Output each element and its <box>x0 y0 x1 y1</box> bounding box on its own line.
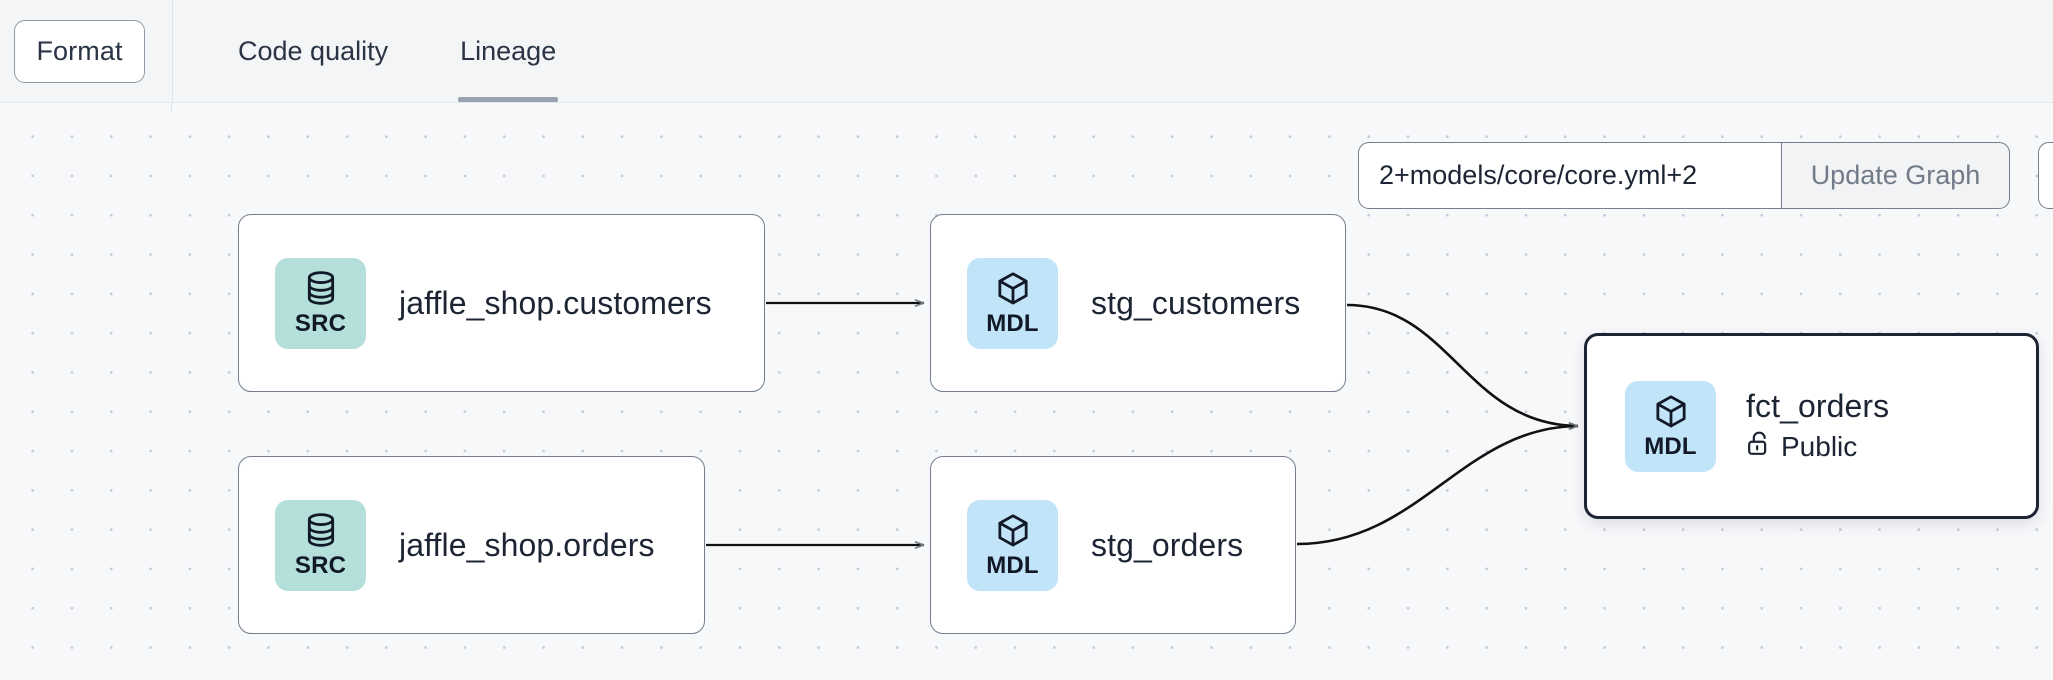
tab-bar: Code quality Lineage <box>173 0 559 102</box>
badge-type-label: SRC <box>294 310 347 337</box>
model-badge: MDL <box>967 499 1058 591</box>
tab-underline-active <box>458 97 559 102</box>
lineage-node-src-customers[interactable]: SRC jaffle_shop.customers <box>238 214 765 392</box>
node-title: jaffle_shop.orders <box>399 526 655 563</box>
database-icon <box>303 512 339 550</box>
node-text: stg_orders <box>1091 527 1243 564</box>
update-graph-button[interactable]: Update Graph <box>1781 142 2010 209</box>
cube-icon <box>995 512 1031 550</box>
cube-icon <box>1653 393 1689 431</box>
unlock-icon <box>1746 430 1771 464</box>
tab-lineage[interactable]: Lineage <box>458 0 559 102</box>
node-text: jaffle_shop.customers <box>399 285 712 322</box>
graph-toolbar: Update Graph <box>1358 142 2010 209</box>
lineage-node-stg-customers[interactable]: MDL stg_customers <box>930 214 1346 392</box>
graph-selector-input[interactable] <box>1358 142 1781 209</box>
tab-code-quality-label: Code quality <box>238 35 389 66</box>
source-badge: SRC <box>275 499 366 591</box>
badge-type-label: MDL <box>986 310 1039 337</box>
node-access-label: Public <box>1781 431 1858 462</box>
format-zone: Format <box>0 0 172 102</box>
node-title: stg_orders <box>1091 526 1244 563</box>
edge-stg-orders-to-fct-orders <box>1296 422 1579 546</box>
node-access-meta: Public <box>1746 430 1889 464</box>
graph-options-button[interactable] <box>2038 142 2053 209</box>
lineage-canvas[interactable]: SRC jaffle_shop.customers MDL stg_custo <box>0 103 2053 680</box>
node-title: fct_orders <box>1746 388 1890 424</box>
lineage-node-stg-orders[interactable]: MDL stg_orders <box>930 456 1296 634</box>
node-text: fct_orders Public <box>1746 388 1889 464</box>
badge-type-label: MDL <box>986 552 1039 579</box>
badge-type-label: MDL <box>1644 433 1697 460</box>
node-text: stg_customers <box>1091 285 1300 322</box>
source-badge: SRC <box>275 257 366 349</box>
tab-underline <box>236 97 390 102</box>
node-title: jaffle_shop.customers <box>399 284 712 321</box>
editor-header: Format Code quality Lineage <box>0 0 2053 103</box>
badge-type-label: SRC <box>294 552 347 579</box>
tab-lineage-label: Lineage <box>460 35 557 66</box>
node-text: jaffle_shop.orders <box>399 527 655 564</box>
cube-icon <box>995 270 1031 308</box>
format-button[interactable]: Format <box>14 19 145 83</box>
model-badge: MDL <box>1625 380 1716 472</box>
header-divider <box>172 0 173 102</box>
canvas-left-rule <box>171 103 172 112</box>
lineage-node-fct-orders[interactable]: MDL fct_orders Public <box>1584 333 2039 519</box>
tab-code-quality[interactable]: Code quality <box>236 0 390 102</box>
lineage-node-src-orders[interactable]: SRC jaffle_shop.orders <box>238 456 705 634</box>
node-title: stg_customers <box>1091 284 1301 321</box>
database-icon <box>303 270 339 308</box>
model-badge: MDL <box>967 257 1058 349</box>
edge-stg-customers-to-fct-orders <box>1346 303 1579 430</box>
